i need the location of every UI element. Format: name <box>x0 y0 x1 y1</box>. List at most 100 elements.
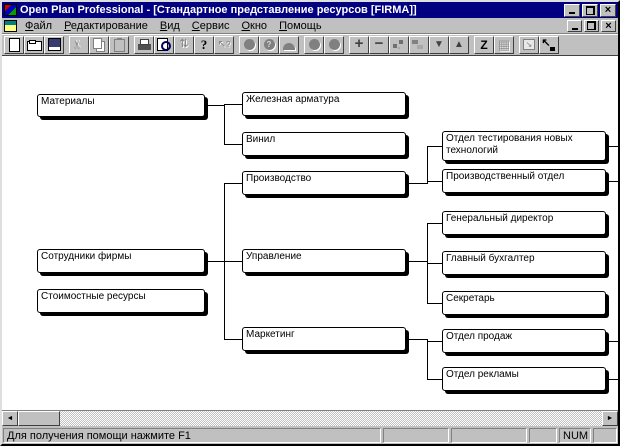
resource-box-stoimostnye-resursy[interactable]: Стоимостные ресурсы <box>37 289 205 313</box>
menu-item[interactable]: Сервис <box>191 19 230 32</box>
close-icon: × <box>604 4 612 16</box>
copy-button <box>89 35 109 54</box>
toolbar-group <box>349 35 469 54</box>
connector-line <box>427 146 442 147</box>
resource-query-button <box>259 35 279 54</box>
scrollbar-thumb[interactable] <box>18 411 60 426</box>
menu-bar: Файл Редактирование Вид Сервис Окно Помощь × <box>2 18 618 34</box>
menu-item[interactable]: Вид <box>159 19 180 32</box>
mdi-close-icon: × <box>605 19 612 32</box>
sort-button[interactable] <box>474 35 494 54</box>
connector-line <box>427 223 442 224</box>
menu-item[interactable]: Помощь <box>279 19 322 32</box>
toolbar-group <box>519 35 559 54</box>
fit-icon <box>541 37 557 53</box>
restore-button[interactable] <box>582 3 598 17</box>
new-document-button[interactable] <box>4 35 24 54</box>
open-file-button[interactable] <box>24 35 44 54</box>
help-button[interactable] <box>194 35 214 54</box>
save-file-button[interactable] <box>44 35 64 54</box>
minimize-icon <box>569 12 575 14</box>
resource-box-otdel-prodazh[interactable]: Отдел продаж <box>442 329 606 353</box>
expand-view-button <box>519 35 539 54</box>
window-title: Open Plan Professional - [Стандартное пр… <box>20 4 417 16</box>
connector-line <box>205 261 224 262</box>
resource-box-generalnyj-direktor[interactable]: Генеральный директор <box>442 211 606 235</box>
status-panel <box>593 428 617 443</box>
preview-icon <box>156 37 172 53</box>
connector-line <box>224 261 242 262</box>
connector-line <box>606 146 618 147</box>
connector-line <box>427 146 428 184</box>
minus-icon <box>371 37 387 53</box>
status-panel <box>451 428 527 443</box>
minimize-button[interactable] <box>564 3 580 17</box>
document-icon[interactable] <box>4 19 17 32</box>
outline-step-button <box>409 35 429 54</box>
move-up-button[interactable] <box>449 35 469 54</box>
mdi-restore-button[interactable] <box>584 19 599 32</box>
grid-icon <box>496 37 512 53</box>
connector-line <box>224 339 242 340</box>
status-panel <box>383 428 449 443</box>
move-down-button[interactable] <box>429 35 449 54</box>
mdi-minimize-button[interactable] <box>567 19 582 32</box>
connector-line <box>406 339 427 340</box>
connector-line <box>427 181 442 182</box>
resource-box-marketing[interactable]: Маркетинг <box>242 327 406 351</box>
circle-icon <box>326 37 342 53</box>
context-help-button <box>214 35 234 54</box>
scroll-left-button[interactable]: ◄ <box>2 411 18 426</box>
plus-icon <box>351 37 367 53</box>
horizontal-scrollbar: ◄ ► <box>2 410 618 426</box>
expand-icon <box>521 37 537 53</box>
menu-bar-items: Файл Редактирование Вид Сервис Окно Помощь <box>19 19 565 33</box>
resource-box-otdel-testirovaniya[interactable]: Отдел тестирования новых технологий <box>442 131 606 161</box>
add-resource-button[interactable] <box>349 35 369 54</box>
connector-line <box>427 341 442 342</box>
resource-dome-button <box>279 35 299 54</box>
menu-item[interactable]: Редактирование <box>64 19 148 32</box>
arrow-down-icon <box>431 37 447 53</box>
help-icon <box>196 37 212 53</box>
resource-box-proizvodstvennyj-otdel[interactable]: Производственный отдел <box>442 169 606 193</box>
resource-box-glavnyj-buhgalter[interactable]: Главный бухгалтер <box>442 251 606 275</box>
resource-box-proizvodstvo[interactable]: Производство <box>242 171 406 195</box>
remove-resource-button[interactable] <box>369 35 389 54</box>
resource-box-sekretar[interactable]: Секретарь <box>442 291 606 315</box>
menu-item[interactable]: Файл <box>25 19 53 32</box>
print-preview-button[interactable] <box>154 35 174 54</box>
resource-box-upravlenie[interactable]: Управление <box>242 249 406 273</box>
print-button[interactable] <box>134 35 154 54</box>
fit-view-button[interactable] <box>539 35 559 54</box>
circle-icon <box>241 37 257 53</box>
mdi-close-button[interactable]: × <box>601 19 616 32</box>
restore-icon <box>585 5 595 15</box>
connector-line <box>427 263 442 264</box>
scroll-left-icon: ◄ <box>6 415 14 422</box>
arrow-up-icon <box>451 37 467 53</box>
scroll-right-icon: ► <box>606 415 614 422</box>
disc-view-1-button <box>304 35 324 54</box>
link-icon <box>391 37 407 53</box>
connector-line <box>205 105 224 106</box>
toolbar-group <box>239 35 299 54</box>
resource-box-sotrudniki-firmy[interactable]: Сотрудники фирмы <box>37 249 205 273</box>
scroll-right-button[interactable]: ► <box>602 411 618 426</box>
close-button[interactable]: × <box>600 3 616 17</box>
scrollbar-track[interactable] <box>18 411 602 426</box>
disc-view-2-button <box>324 35 344 54</box>
resource-box-zheleznaya-armatura[interactable]: Железная арматура <box>242 92 406 116</box>
menu-item[interactable]: Окно <box>241 19 268 32</box>
connector-line <box>224 183 242 184</box>
resource-disc-button <box>239 35 259 54</box>
resource-box-otdel-reklamy[interactable]: Отдел рекламы <box>442 367 606 391</box>
print-icon <box>136 37 152 53</box>
resource-box-materialy[interactable]: Материалы <box>37 94 205 117</box>
resource-box-vinil[interactable]: Винил <box>242 132 406 156</box>
app-icon <box>4 4 17 16</box>
status-panel <box>529 428 557 443</box>
title-bar: Open Plan Professional - [Стандартное пр… <box>2 2 618 18</box>
toolbar-group <box>4 35 64 54</box>
